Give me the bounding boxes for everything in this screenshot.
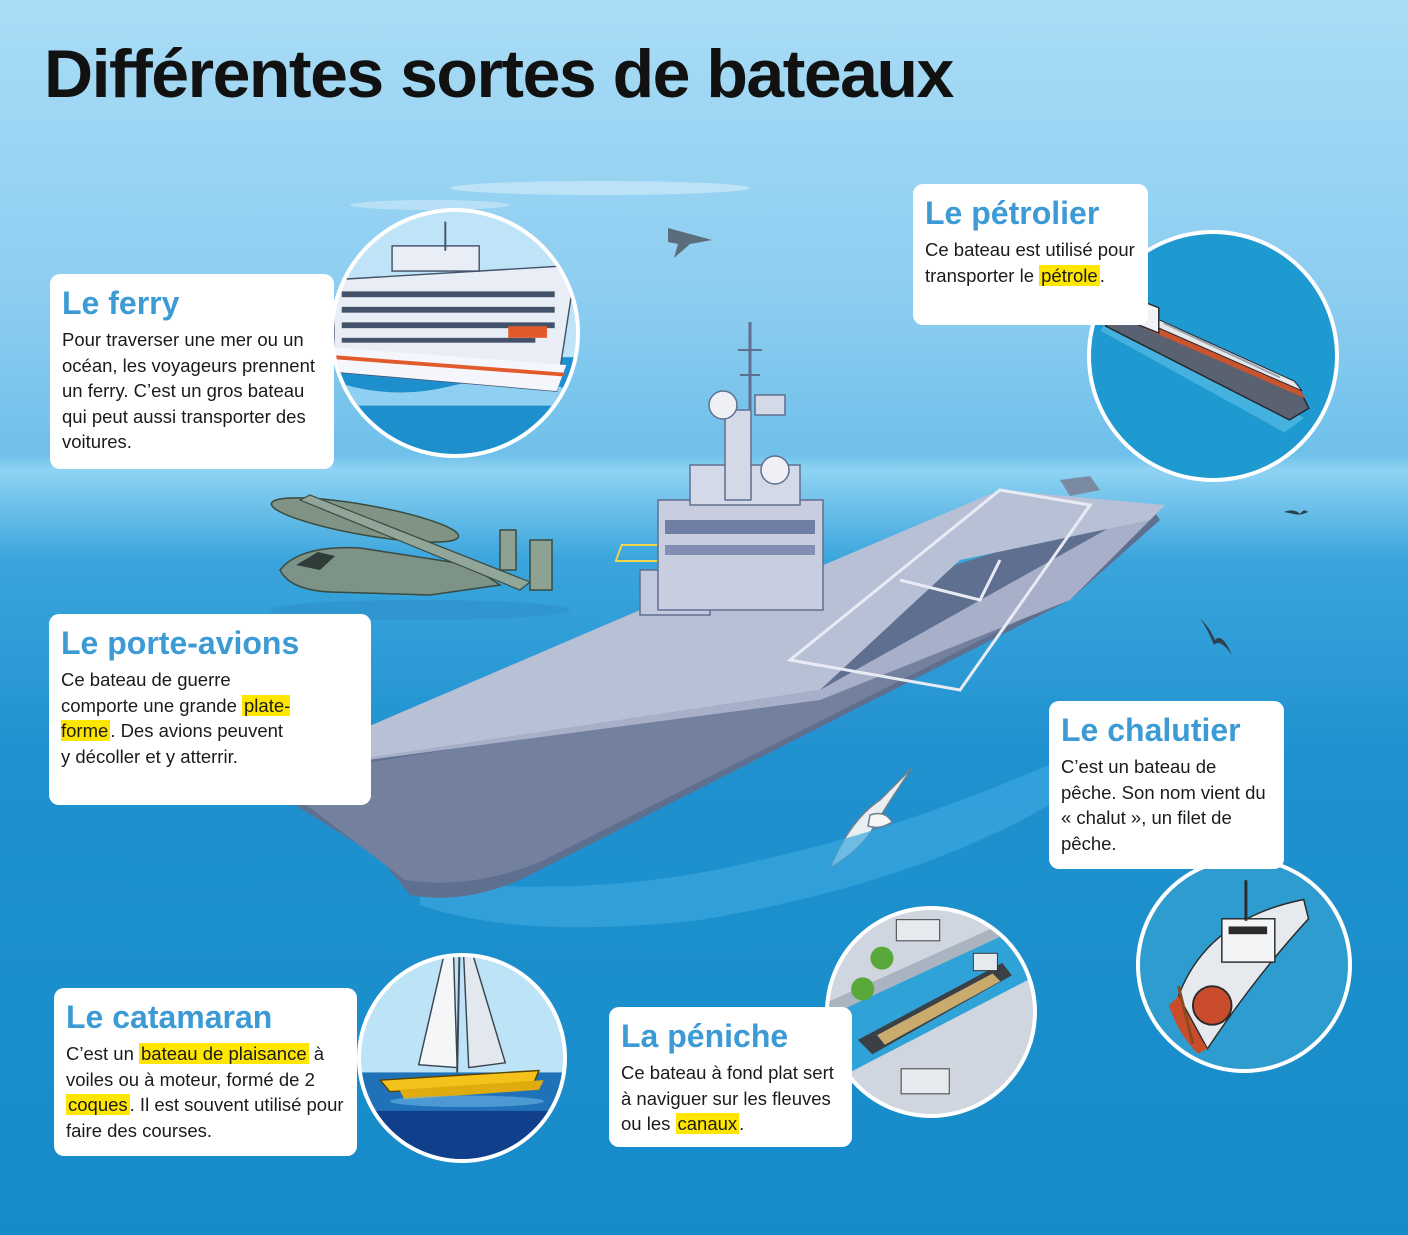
page-title: Différentes sortes de bateaux	[44, 36, 954, 112]
propeller-plane-illustration	[270, 494, 570, 620]
text-segment: C’est un	[66, 1043, 140, 1065]
card-ferry-text: Pour traverser une mer ou un océan, les …	[62, 329, 316, 453]
card-peniche: La péniche Ce bateau à fond plat sert à …	[609, 1007, 852, 1147]
card-catamaran-title: Le catamaran	[66, 999, 273, 1035]
card-chalutier: Le chalutier C’est un bateau de pêche. S…	[1049, 701, 1284, 869]
trawler-illustration	[1140, 861, 1348, 1069]
text-segment: .	[739, 1113, 745, 1135]
card-petrolier-text: Ce bateau est utilisé pour transporter l…	[925, 237, 1136, 288]
card-catamaran: Le catamaran C’est un bateau de plaisanc…	[54, 988, 357, 1156]
highlight-canaux: canaux	[675, 1113, 740, 1135]
card-catamaran-text: C’est un bateau de plaisance à voiles ou…	[66, 1041, 345, 1143]
card-ferry-title: Le ferry	[62, 285, 180, 321]
barge-circle	[825, 906, 1037, 1118]
ferry-circle	[330, 208, 580, 458]
card-porte-avions-text: Ce bateau de guerre comporte une grande …	[61, 667, 291, 769]
card-petrolier-title: Le pétrolier	[925, 195, 1100, 231]
aircraft-carrier-illustration	[255, 322, 1165, 928]
text-segment: Ce bateau de guerre comporte une grande	[61, 669, 243, 716]
card-chalutier-text: C’est un bateau de pêche. Son nom vient …	[1061, 756, 1266, 854]
card-petrolier: Le pétrolier Ce bateau est utilisé pour …	[913, 184, 1148, 325]
seagull-icon	[1284, 510, 1308, 515]
text-segment: à voiles ou à moteur, formé de 2	[66, 1043, 325, 1090]
card-peniche-title: La péniche	[621, 1018, 789, 1054]
highlight-bateau-de-plaisance: bateau de plaisance	[139, 1043, 309, 1065]
card-porte-avions-title: Le porte-avions	[61, 625, 300, 661]
catamaran-circle	[357, 953, 567, 1163]
text-segment: . Il est souvent utilisé pour faire des …	[66, 1094, 344, 1141]
text-segment: . Des avions peuvent y décoller et y att…	[61, 720, 284, 767]
text-segment: Ce bateau à fond plat sert à naviguer su…	[621, 1062, 834, 1135]
card-porte-avions: Le porte-avions Ce bateau de guerre comp…	[49, 614, 371, 805]
text-segment: .	[1099, 264, 1105, 286]
fighter-jet-icon	[668, 228, 712, 258]
card-ferry: Le ferry Pour traverser une mer ou un oc…	[50, 274, 334, 469]
barge-illustration	[829, 910, 1033, 1114]
highlight-petrole: pétrole	[1039, 264, 1100, 286]
card-chalutier-title: Le chalutier	[1061, 712, 1241, 748]
trawler-circle	[1136, 857, 1352, 1073]
catamaran-illustration	[361, 957, 563, 1159]
card-peniche-text: Ce bateau à fond plat sert à naviguer su…	[621, 1060, 840, 1137]
highlight-coques: coques	[66, 1094, 130, 1116]
oil-tanker-illustration	[1091, 234, 1335, 478]
text-segment: Ce bateau est utilisé pour transporter l…	[925, 239, 1135, 286]
seagull-icon	[1200, 618, 1232, 655]
ferry-illustration	[334, 212, 576, 454]
